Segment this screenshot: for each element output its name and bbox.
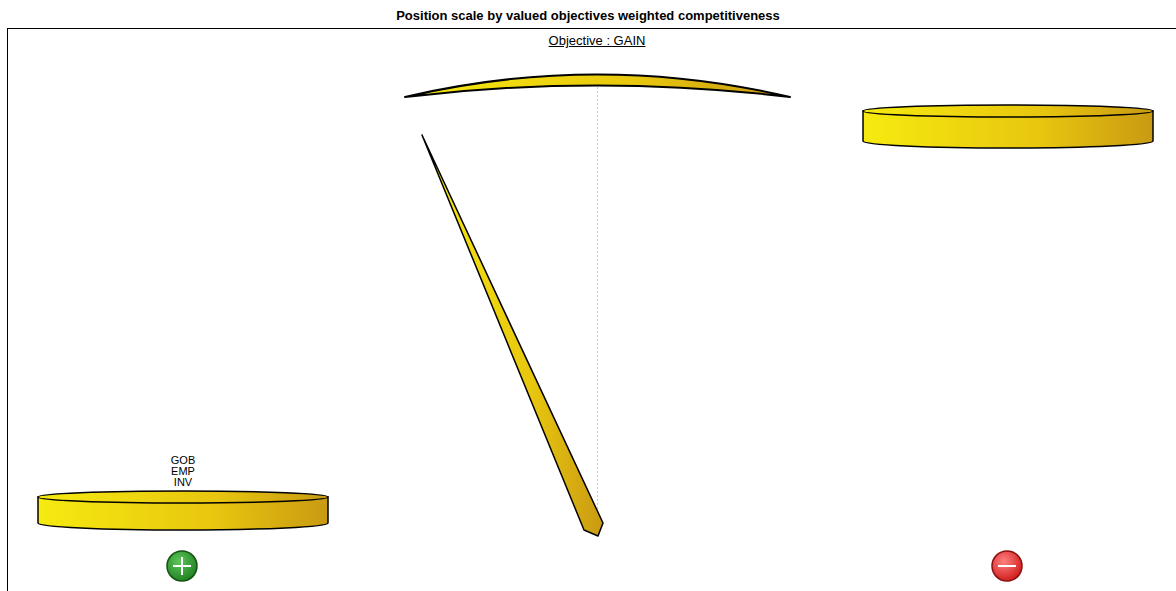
scale-beam — [405, 75, 790, 98]
balance-axis — [597, 87, 598, 522]
plus-icon — [167, 551, 197, 581]
item-label: GOB — [171, 455, 195, 466]
right-pan — [863, 105, 1153, 148]
objective-label: Objective : GAIN — [549, 34, 646, 48]
chart-title: Position scale by valued objectives weig… — [396, 9, 780, 23]
left-pan — [38, 491, 328, 530]
minus-icon — [992, 551, 1022, 581]
plot-border — [8, 29, 1176, 591]
item-label: EMP — [171, 466, 195, 477]
scale-needle — [422, 135, 603, 536]
item-label: INV — [174, 477, 192, 488]
